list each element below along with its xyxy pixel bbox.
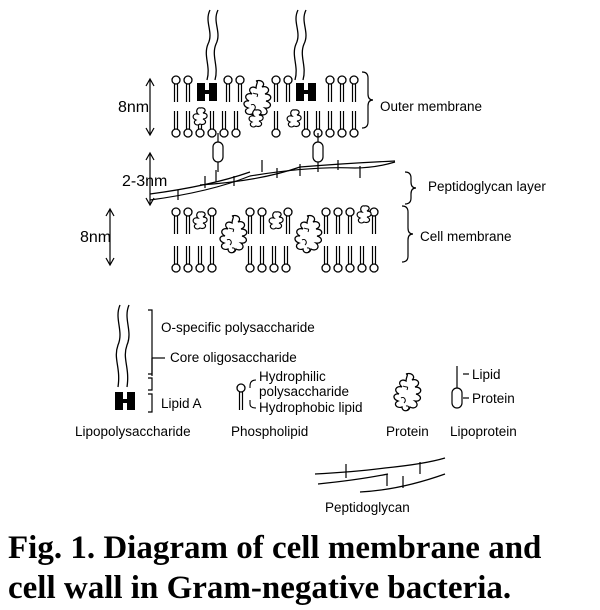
hydrophilic-label-2: polysaccharide [259,384,349,399]
peptidoglycan-layer [149,160,417,205]
lipoprotein-lipid-label: Lipid [472,367,501,382]
legend-phospholipid [236,379,257,410]
caption-line-1: Fig. 1. Diagram of cell membrane and [8,530,542,566]
legend-lipoprotein [451,366,469,409]
cell-thickness-arrow [105,207,115,267]
peptidoglycan-layer-label: Peptidoglycan layer [428,179,546,194]
lipoprotein-anchor [212,133,324,172]
lipid-a-label: Lipid A [161,396,202,411]
membrane-diagram: 8nm Outer membrane 2-3nm Peptidoglycan l… [75,9,546,515]
outer-thickness-label: 8nm [118,99,149,116]
hydrophobic-label: Hydrophobic lipid [259,400,363,415]
hydrophilic-label-1: Hydrophilic [259,369,326,384]
cell-membrane [171,205,414,273]
caption-line-2: cell wall in Gram-negative bacteria. [8,570,512,606]
protein-name: Protein [386,424,429,439]
cell-membrane-label: Cell membrane [420,229,512,244]
figure-caption: Fig. 1. Diagram of cell membrane and cel… [8,528,598,608]
membrane-protein [219,214,248,254]
peptidoglycan-thickness-label: 2-3nm [122,173,167,190]
lps-molecule [293,9,316,101]
legend-protein [393,372,422,412]
lps-molecule [197,9,219,101]
cell-thickness-label: 8nm [80,229,111,246]
peptidoglycan-thickness-arrow [145,151,155,207]
outer-membrane [171,9,374,138]
peptidoglycan-name: Peptidoglycan [325,500,410,515]
lps-name: Lipopolysaccharide [75,424,191,439]
legend-lps [115,304,165,413]
o-specific-label: O-specific polysaccharide [161,320,315,335]
outer-thickness-arrow [145,77,155,137]
membrane-protein [294,214,323,254]
lipoprotein-name: Lipoprotein [450,424,517,439]
lipoprotein-protein-label: Protein [472,391,515,406]
outer-membrane-label: Outer membrane [380,99,482,114]
phospholipid-name: Phospholipid [231,424,308,439]
legend-peptidoglycan [314,457,446,493]
core-oligosaccharide-label: Core oligosaccharide [170,350,297,365]
